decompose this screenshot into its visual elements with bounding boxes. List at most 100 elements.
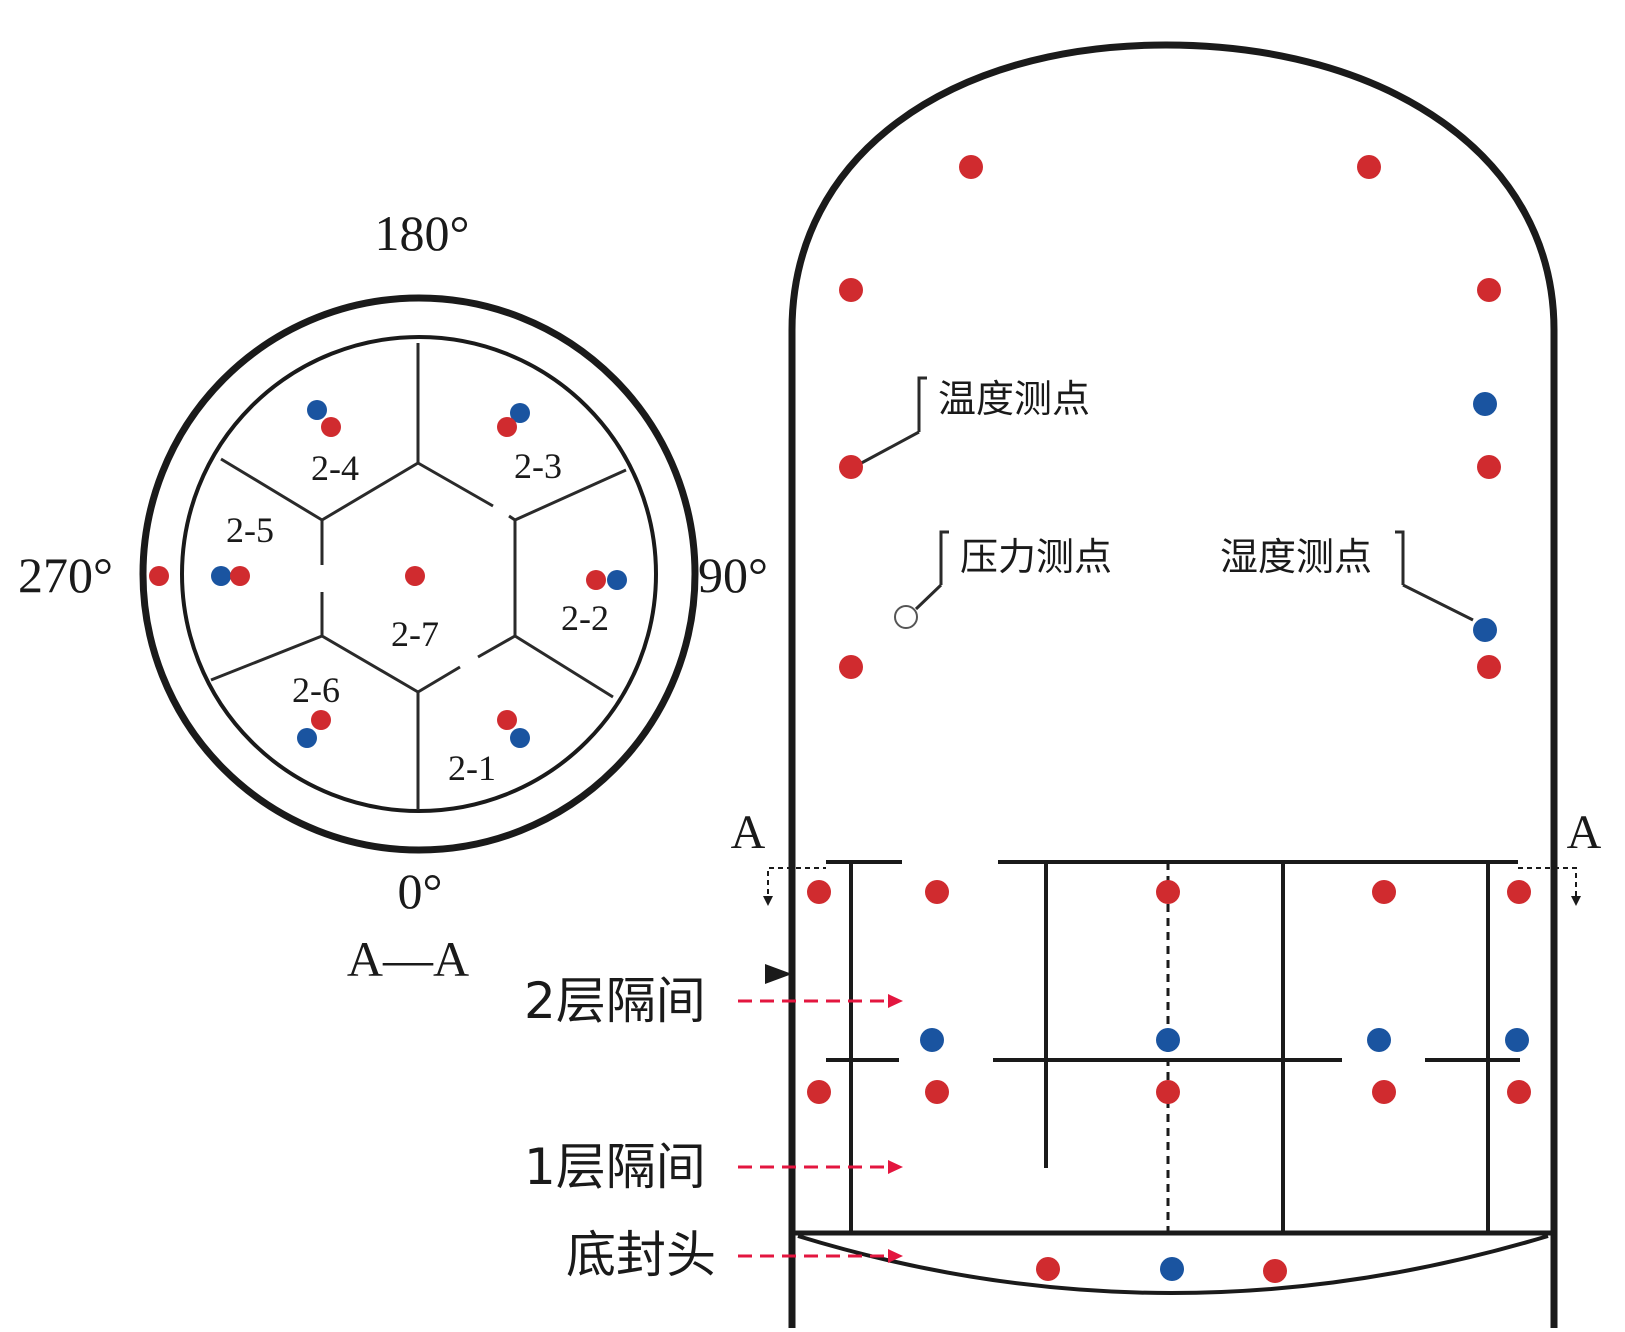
outline-stroke (514, 468, 627, 522)
humidity-point (211, 566, 231, 586)
temperature-point (1477, 655, 1501, 679)
compartment-label-2-1: 2-1 (448, 748, 496, 788)
temperature-point (1507, 1080, 1531, 1104)
level-arrow-head (888, 994, 903, 1008)
section-points (149, 400, 627, 748)
section-title: A—A (347, 931, 469, 987)
humidity-point (920, 1028, 944, 1052)
level-labels: 2层隔间 1层隔间 底封头 (524, 972, 903, 1284)
vessel-view: A A 温度测点 压力测点 湿度测点 2层隔间 1层隔间 (524, 41, 1602, 1328)
outline-stroke (210, 634, 323, 682)
outline-stroke (914, 583, 943, 611)
compartment-label-2-4: 2-4 (311, 448, 359, 488)
temperature-point (839, 455, 863, 479)
cut-arrow-right (1571, 896, 1581, 906)
compartment-label-2-7: 2-7 (391, 614, 439, 654)
temperature-point (149, 566, 169, 586)
pressure-point (894, 605, 918, 629)
humidity-point (297, 728, 317, 748)
temperature-point (925, 1080, 949, 1104)
temperature-point (497, 710, 517, 730)
legend-temperature: 温度测点 (938, 377, 1090, 421)
angle-label-90: 90° (698, 547, 768, 603)
outline-stroke (1395, 530, 1405, 585)
outline-stroke (417, 461, 494, 508)
cut-arrow-left (763, 896, 773, 906)
outline-stroke (514, 634, 614, 699)
outline-stroke (220, 457, 323, 522)
outline-stroke (508, 514, 516, 522)
temperature-point (1156, 1080, 1180, 1104)
humidity-point (510, 403, 530, 423)
temperature-point (1156, 880, 1180, 904)
temperature-point (1036, 1257, 1060, 1281)
outline-stroke (939, 530, 949, 585)
outline-stroke (1402, 583, 1474, 622)
humidity-point (307, 400, 327, 420)
outline-stroke (321, 461, 419, 522)
cut-marker-right: A (1567, 806, 1602, 859)
cut-marker-left: A (731, 806, 766, 859)
compartment-label-2-5: 2-5 (226, 510, 274, 550)
outer-shell-circle (139, 294, 699, 854)
compartment-label-2-2: 2-2 (561, 598, 609, 638)
outline-stroke (767, 867, 826, 903)
outline-stroke (917, 376, 927, 432)
temperature-point (839, 278, 863, 302)
outline-stroke (853, 430, 920, 469)
cut-line-markers: A A (731, 806, 1602, 984)
bottom-head-curve (797, 1234, 1549, 1295)
temperature-point (230, 566, 250, 586)
temperature-point (321, 417, 341, 437)
temperature-point (586, 570, 606, 590)
compartment-label-2-3: 2-3 (514, 446, 562, 486)
vessel-shell (788, 41, 1558, 1328)
central-hexagon (320, 461, 517, 694)
temperature-point (405, 566, 425, 586)
level-label-bottom-head: 底封头 (566, 1226, 716, 1284)
level-arrow-head (888, 1249, 903, 1263)
humidity-point (510, 728, 530, 748)
humidity-point (1505, 1028, 1529, 1052)
temperature-point (1477, 278, 1501, 302)
legend: 温度测点 压力测点 湿度测点 (853, 376, 1474, 629)
temperature-point (807, 880, 831, 904)
angle-label-270: 270° (18, 547, 113, 603)
temperature-point (497, 417, 517, 437)
temperature-point (1372, 880, 1396, 904)
outline-stroke (477, 634, 516, 659)
temperature-point (1507, 880, 1531, 904)
temperature-point (839, 655, 863, 679)
temperature-point (1477, 455, 1501, 479)
radial-partitions (210, 343, 627, 810)
vessel-points (807, 155, 1531, 1283)
humidity-point (1473, 392, 1497, 416)
inner-shell-circle (180, 335, 658, 813)
level-label-layer1: 1层隔间 (524, 1138, 706, 1196)
temperature-point (807, 1080, 831, 1104)
legend-humidity: 湿度测点 (1220, 535, 1372, 579)
level-arrow-head (888, 1160, 903, 1174)
outline-stroke (417, 665, 461, 694)
outline-stroke (1518, 867, 1577, 903)
section-view: 180° 90° 270° 0° A—A 2-1 2-2 2-3 2-4 2-5… (18, 205, 768, 987)
humidity-point (1473, 618, 1497, 642)
legend-pressure: 压力测点 (960, 535, 1112, 579)
angle-label-0: 0° (398, 863, 443, 919)
temperature-point (1372, 1080, 1396, 1104)
temperature-point (1263, 1259, 1287, 1283)
compartment-label-2-6: 2-6 (292, 670, 340, 710)
temperature-point (1357, 155, 1381, 179)
temperature-point (311, 710, 331, 730)
humidity-point (1156, 1028, 1180, 1052)
outline-stroke (321, 634, 419, 694)
angle-label-180: 180° (375, 205, 470, 261)
temperature-point (925, 880, 949, 904)
humidity-point (607, 570, 627, 590)
humidity-point (1367, 1028, 1391, 1052)
level-marker-triangle (765, 964, 792, 984)
humidity-point (1160, 1257, 1184, 1281)
temperature-point (959, 155, 983, 179)
level-label-layer2: 2层隔间 (524, 972, 706, 1030)
